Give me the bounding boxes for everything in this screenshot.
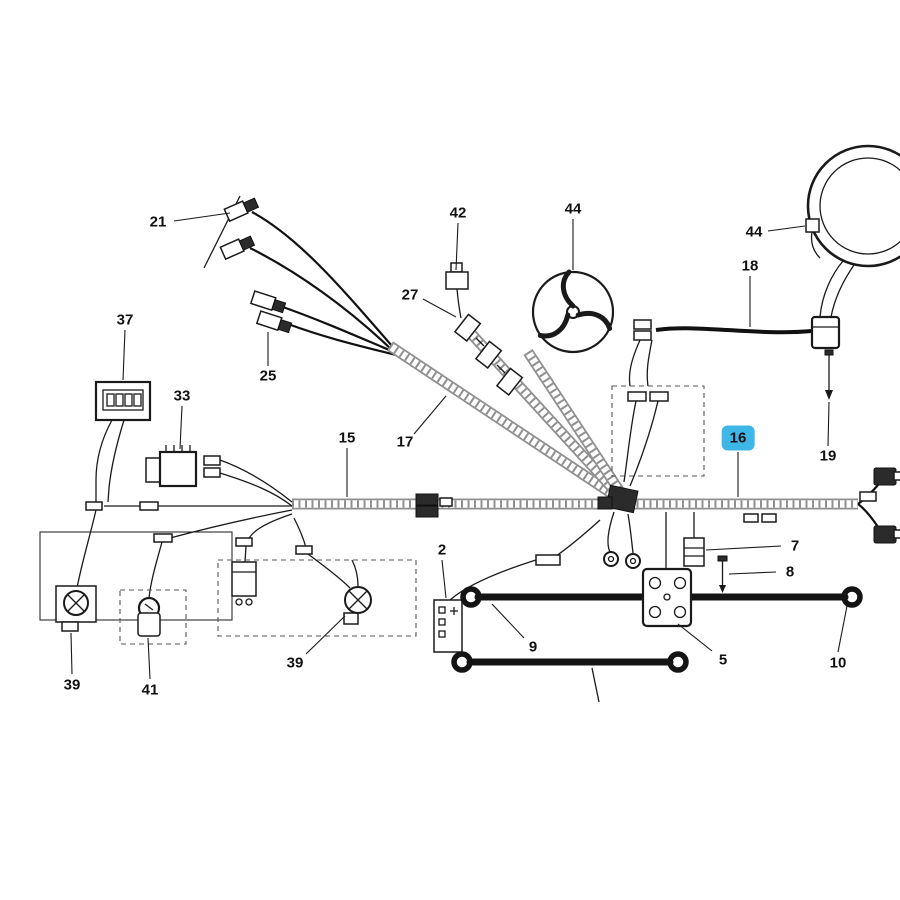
harness-end-right [857, 467, 900, 544]
leader-8 [728, 571, 777, 575]
leader-19 [827, 401, 830, 447]
leader-10 [837, 605, 848, 653]
connector-18-right [810, 260, 855, 350]
ignition-switch-41 [137, 596, 161, 637]
leader-37 [122, 329, 126, 381]
solenoid-5 [641, 511, 693, 628]
harness-connector-center [415, 493, 453, 518]
battery-cable-lower [451, 651, 689, 703]
headlamp-39-right [343, 559, 372, 625]
screw-8 [717, 555, 728, 593]
battery-cable-10 [680, 586, 863, 608]
leader-lines [70, 212, 848, 680]
connector-cluster-21 [203, 195, 260, 269]
wires-cluster-21 [249, 211, 397, 357]
leader-21 [173, 212, 231, 222]
leader-17 [413, 395, 447, 435]
wire-to-fuse [449, 519, 601, 601]
headlight-44 [805, 144, 900, 268]
leader-2 [441, 559, 447, 599]
harness-connectors-mid [743, 513, 777, 523]
leader-5 [677, 623, 713, 652]
leader-33 [179, 405, 183, 450]
leader-27 [422, 298, 457, 318]
junction-group-dashed [611, 385, 705, 487]
connector-25 [249, 290, 293, 334]
hour-meter-37 [94, 380, 152, 422]
relay-7 [683, 512, 705, 567]
left-connectors [85, 501, 313, 555]
leader-39 [305, 615, 346, 655]
battery-cable-9 [460, 586, 656, 608]
connector-42 [445, 262, 469, 319]
leader-9 [491, 603, 525, 639]
relay-33 [145, 445, 293, 507]
leader-44 [767, 225, 806, 232]
fuse-holder-2 [433, 599, 463, 653]
leader-7 [705, 545, 782, 551]
connector-cluster-27 [453, 313, 524, 397]
relay-middle [231, 561, 257, 606]
leader-42 [455, 222, 459, 271]
ring-terminals-small [603, 511, 641, 569]
harness-junction-wrap [597, 484, 639, 514]
fan-44 [531, 269, 615, 354]
leader-39 [70, 632, 73, 675]
headlamp-39-left [55, 585, 97, 632]
wire-harness-18 [628, 319, 813, 387]
leader-41 [147, 637, 151, 680]
screw-19 [824, 349, 834, 400]
